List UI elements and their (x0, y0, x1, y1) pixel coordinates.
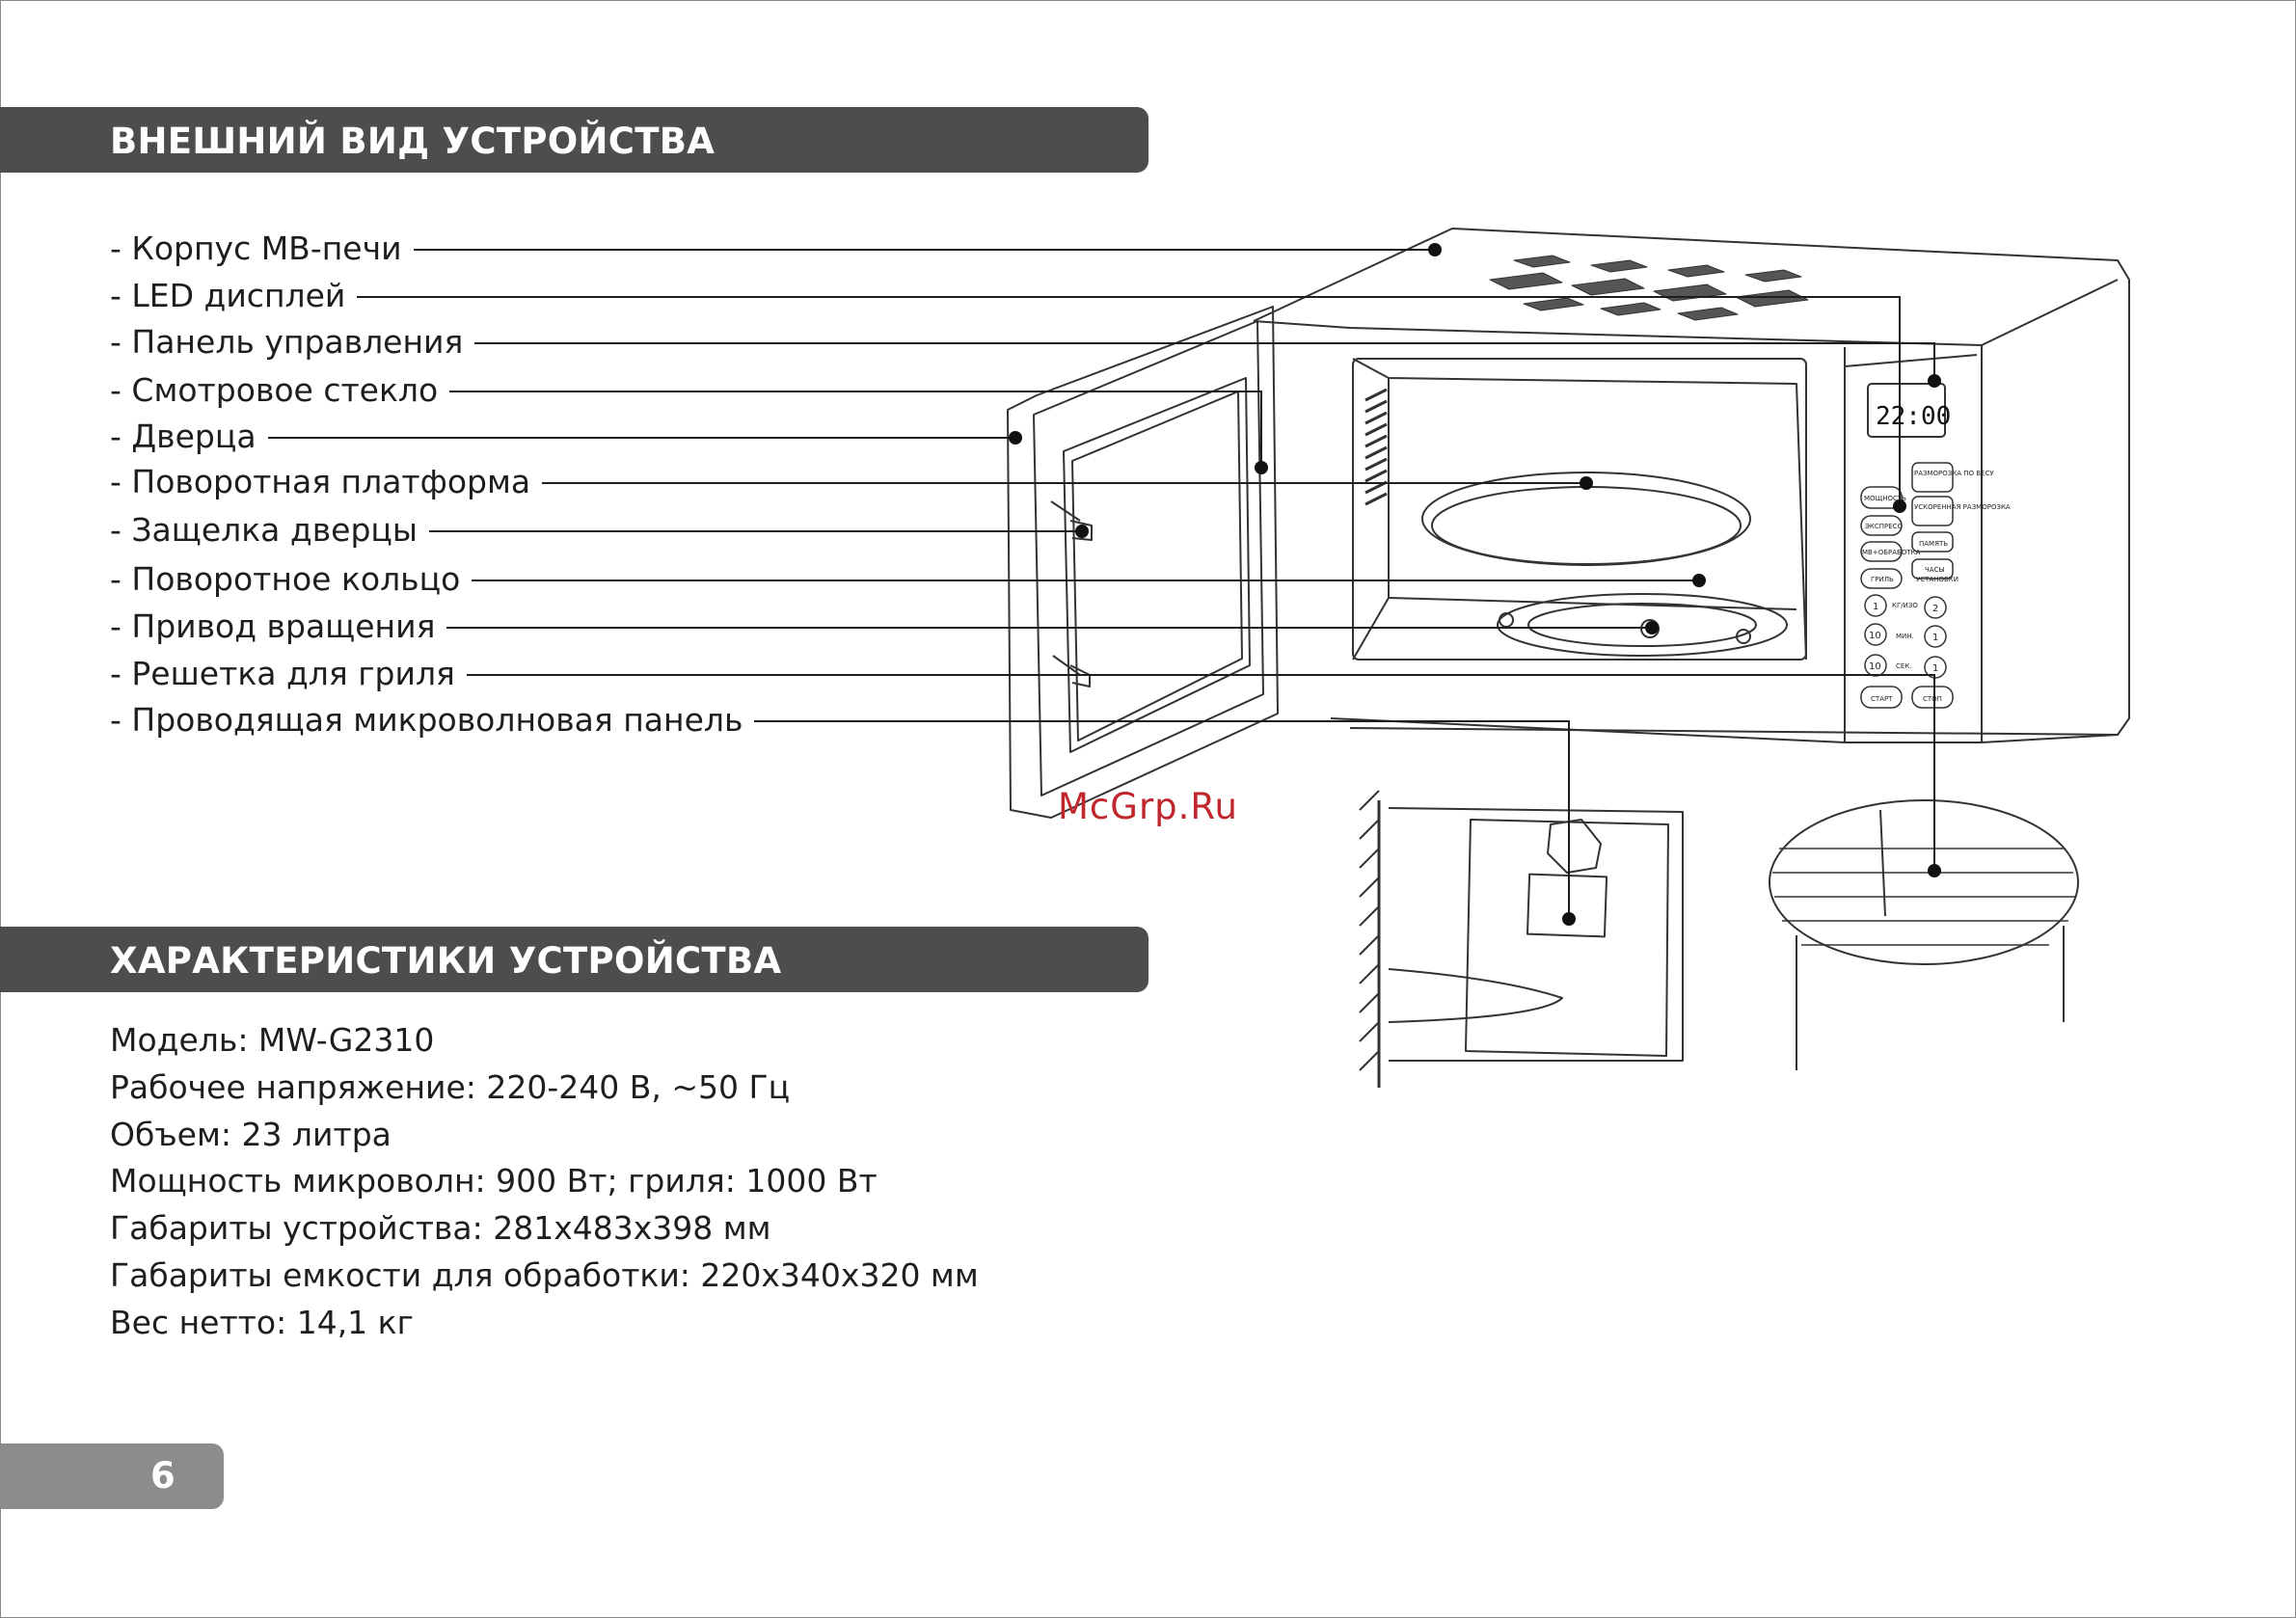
led-display-time: 22:00 (1876, 402, 1951, 431)
svg-text:1: 1 (1932, 663, 1938, 674)
svg-text:2: 2 (1932, 604, 1938, 614)
leader-lines (262, 249, 1935, 919)
svg-text:10: 10 (1869, 631, 1881, 641)
svg-text:ЧАСЫ: ЧАСЫ (1925, 566, 1945, 574)
part-label-door-latch: - Защелка дверцы (110, 511, 429, 550)
page-number: 6 (150, 1455, 176, 1497)
spec-voltage: Рабочее напряжение: 220-240 В, ~50 Гц (110, 1068, 791, 1106)
part-label-waveguide-panel: - Проводящая микроволновая панель (110, 701, 755, 740)
svg-text:1: 1 (1873, 602, 1878, 612)
microwave-top-front-edge (1253, 279, 2119, 346)
section-title-specs: ХАРАКТЕРИСТИКИ УСТРОЙСТВА (110, 940, 782, 982)
part-label-led-display: - LED дисплей (110, 277, 358, 315)
part-label-body: - Корпус МВ-печи (110, 229, 414, 268)
svg-text:КГ/ИЗО: КГ/ИЗО (1892, 602, 1918, 609)
section-header-exterior: ВНЕШНИЙ ВИД УСТРОЙСТВА (0, 107, 1148, 173)
spec-weight: Вес нетто: 14,1 кг (110, 1304, 414, 1341)
spec-model: Модель: MW-G2310 (110, 1021, 435, 1059)
watermark: McGrp.Ru (1058, 786, 1238, 827)
part-label-door: - Дверца (110, 418, 268, 456)
svg-text:ГРИЛЬ: ГРИЛЬ (1871, 576, 1894, 583)
spec-volume: Объем: 23 литра (110, 1116, 392, 1153)
svg-text:МВ+ОБРАБОТКА: МВ+ОБРАБОТКА (1862, 549, 1921, 556)
part-label-control-panel: - Панель управления (110, 323, 475, 362)
section-header-specs: ХАРАКТЕРИСТИКИ УСТРОЙСТВА (0, 927, 1148, 992)
spec-power: Мощность микроволн: 900 Вт; гриля: 1000 … (110, 1162, 878, 1200)
svg-text:10: 10 (1869, 661, 1881, 672)
svg-text:УСКОРЕННАЯ РАЗМОРОЗКА: УСКОРЕННАЯ РАЗМОРОЗКА (1914, 503, 2011, 511)
svg-text:ЭКСПРЕСС: ЭКСПРЕСС (1865, 523, 1903, 530)
svg-text:РАЗМОРОЗКА ПО ВЕСУ: РАЗМОРОЗКА ПО ВЕСУ (1914, 470, 1994, 477)
spec-cavity-dimensions: Габариты емкости для обработки: 220x340x… (110, 1256, 979, 1294)
part-label-rotating-ring: - Поворотное кольцо (110, 560, 473, 599)
svg-text:1: 1 (1932, 633, 1938, 643)
part-label-grill-rack: - Решетка для гриля (110, 655, 467, 693)
door-outline (1007, 306, 1279, 819)
svg-text:УСТАНОВКИ: УСТАНОВКИ (1916, 576, 1958, 583)
svg-text:МИН.: МИН. (1896, 633, 1914, 640)
section-title-exterior: ВНЕШНИЙ ВИД УСТРОЙСТВА (110, 121, 716, 162)
svg-text:СЕК.: СЕК. (1896, 662, 1912, 670)
control-panel-labels: МОЩНОСТЬ РАЗМОРОЗКА ПО ВЕСУ УСКОРЕННАЯ Р… (1862, 470, 2011, 703)
svg-text:ПАМЯТЬ: ПАМЯТЬ (1919, 540, 1948, 548)
svg-text:СТОП: СТОП (1923, 695, 1942, 703)
page-number-tab: 6 (0, 1443, 224, 1509)
spec-dimensions: Габариты устройства: 281x483x398 мм (110, 1209, 771, 1247)
part-label-turntable: - Поворотная платформа (110, 463, 543, 501)
svg-text:СТАРТ: СТАРТ (1871, 695, 1893, 703)
part-label-viewing-glass: - Смотровое стекло (110, 371, 450, 410)
leader-dots (1009, 243, 1941, 926)
part-label-drive: - Привод вращения (110, 607, 447, 646)
svg-text:МОЩНОСТЬ: МОЩНОСТЬ (1864, 495, 1906, 502)
